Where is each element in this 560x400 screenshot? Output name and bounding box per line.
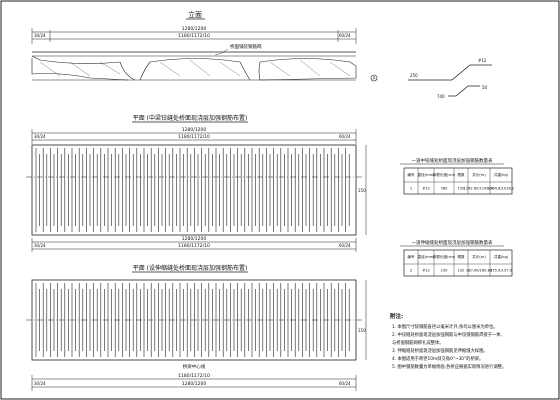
notes-title: 附注: xyxy=(390,312,403,320)
plan1-dim-bottom-sub: 1180/1172/10 xyxy=(178,243,210,249)
detail-dim-1: 250 xyxy=(410,73,418,78)
table1-header-cell: 根数 xyxy=(457,172,465,177)
elevation-dimension-lines xyxy=(31,28,357,44)
table1-grid: 编号 1 直径(mm) #12 单根长度(cm) 780 根数 150 共长(m) 1242.60… xyxy=(403,167,514,195)
table1-header-cell: 编号 xyxy=(407,172,415,177)
note-1: 1. 本图尺寸除钢筋直径以毫米计外,余均以厘米为单位。 xyxy=(392,323,498,330)
plan1-bottom-left: 30/24 xyxy=(34,243,46,248)
elevation-end-left: 30/24 xyxy=(34,33,46,38)
table2-cell: 150 xyxy=(441,269,449,273)
elevation-note-leader xyxy=(214,48,229,56)
plan1-dim-top: 1280/1200 xyxy=(182,127,207,133)
table2-border xyxy=(403,249,513,277)
table2-title: 一道伸缩缝处桥面现浇层加强钢筋数量表 xyxy=(412,239,493,246)
note-2: 2. 中铰缝处桥面现浇层加强钢筋与中铰缝钢筋焊接于一体, xyxy=(392,331,502,338)
elevation-dim-sub: 1180/1172/10 xyxy=(178,33,210,39)
plan2-bottom-left: 30/24 xyxy=(34,381,46,386)
table1-cell: #12 xyxy=(422,187,430,191)
elevation-section-mark xyxy=(370,74,378,82)
plan2-title: 平面 (设伸缩缝处桥面现浇层加强钢筋布置) xyxy=(133,264,248,272)
plan1-end-right: 60/24 xyxy=(339,134,351,139)
table2-cell: #12 xyxy=(422,269,430,273)
plan2-center-label: 桥梁中心线 xyxy=(183,363,206,370)
plan1-dim-bottom: 1280/1200 xyxy=(182,236,207,242)
table2-header-cell: 直径(mm) xyxy=(418,254,436,259)
plan1-dim-sub: 1180/1172/10 xyxy=(178,134,210,140)
elevation-mark-label: A xyxy=(373,76,376,81)
table1-header-cell: 共长(m) xyxy=(472,172,486,177)
table1-header-cell: 共重(kg) xyxy=(494,172,509,177)
plan2-side-dim: 150 xyxy=(358,328,366,333)
plan2-dim-bottom: 1180/1172/10 xyxy=(178,373,210,379)
plan2-rebar-group xyxy=(35,283,350,357)
rebar-bend-detail xyxy=(408,64,492,97)
table2-cell: 120 xyxy=(458,269,466,273)
detail-dim-3: 740 xyxy=(437,94,445,99)
table1-header-cell: 单根长度(cm) xyxy=(433,172,456,177)
note-5: 4. 本图适用于跨径10m斜交角0°~30°的桥梁。 xyxy=(392,355,483,362)
table1-cell: 150 xyxy=(458,187,466,191)
table1-cell: 780 xyxy=(441,187,449,191)
table2-header-cell: 根数 xyxy=(457,254,465,259)
table2-cell: 175.9/157.0 xyxy=(490,269,513,273)
elevation-end-right: 60/24 xyxy=(339,33,351,38)
plan1-title: 平面 (中梁铰缝处桥面现浇层加强钢筋布置) xyxy=(133,114,248,122)
note-4: 3. 伸缩缝处桥面现浇层加强钢筋见伸缩缝大样图。 xyxy=(392,347,488,354)
table1-cell: 1104.8/1018.2 xyxy=(488,187,514,191)
table2-cell: 2 xyxy=(410,269,412,273)
plan2-bottom-right: 60/24 xyxy=(339,381,351,386)
detail-dim-2: #12 xyxy=(478,58,487,63)
plan1-outline xyxy=(31,144,357,236)
table2-header-cell: 共长(m) xyxy=(472,254,486,259)
table1-cell: 1242.60/1146.50 xyxy=(464,187,496,191)
detail-dim-4: 50 xyxy=(482,85,488,90)
plan2-dim-total: 1280/1200 xyxy=(182,381,207,387)
plan1-dimension-lines xyxy=(31,129,357,144)
elevation-bridge-profile xyxy=(31,51,357,81)
table1-border xyxy=(403,167,513,195)
note-3: 与桥面钢筋网绑扎成整体。 xyxy=(392,339,444,346)
plan2-bottom-dimension-lines xyxy=(31,375,357,391)
table2-header-cell: 共重(kg) xyxy=(494,254,509,259)
plan1-end-left: 30/24 xyxy=(34,134,46,139)
plan1-side-dim: 150 xyxy=(358,188,366,193)
table2-header-cell: 单根长度(cm) xyxy=(433,254,456,259)
elevation-title: 立面 xyxy=(188,10,202,19)
plan1-rebar-group xyxy=(35,148,350,232)
table2-grid: 编号 2 直径(mm) #12 单根长度(cm) 150 根数 120 共长(m) 180.00/… xyxy=(403,249,513,277)
table2-cell: 180.00/160.80 xyxy=(466,269,493,273)
plan1-bottom-right: 60/24 xyxy=(339,243,351,248)
table2-header-cell: 编号 xyxy=(407,254,415,259)
plan1-bottom-dimension-lines xyxy=(31,238,357,252)
elevation-note: 桥面铺装钢筋网 xyxy=(230,43,262,50)
elevation-dim-total: 1280/1200 xyxy=(182,26,207,32)
table1-cell: 1 xyxy=(410,187,412,191)
table1-title: 一道中铰缝处桥面现浇层加强钢筋数量表 xyxy=(412,157,493,164)
table1-header-cell: 直径(mm) xyxy=(418,172,436,177)
note-6: 5. 图中钢筋数量为单幅桥面,各桥应根据实际情况进行调整。 xyxy=(392,363,506,370)
